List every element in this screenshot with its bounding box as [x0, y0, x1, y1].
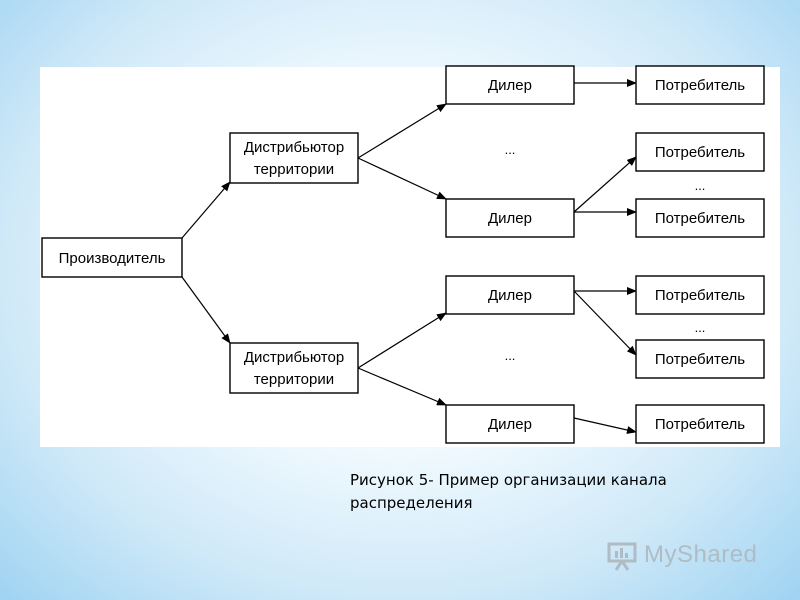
- arrow-distributor-2-to-dealer-4: [357, 367, 447, 406]
- distributor-label-line1: Дистрибьютор: [244, 139, 344, 156]
- distributor-label-line1: Дистрибьютор: [244, 349, 344, 366]
- arrow-distributor-1-to-dealer-1: [357, 103, 447, 159]
- dealer-node-3: Дилер: [445, 275, 575, 315]
- consumer-node-6: Потребитель: [635, 404, 765, 444]
- distributor-label-line2: территории: [254, 371, 334, 388]
- dealer-node-2: Дилер: [445, 198, 575, 238]
- consumer-label: Потребитель: [655, 77, 745, 94]
- connectors: [181, 79, 637, 434]
- distributor-node-2: Дистрибьютор территории: [229, 342, 359, 394]
- consumer-node-4: Потребитель: [635, 275, 765, 315]
- dealer-node-4: Дилер: [445, 404, 575, 444]
- ellipsis-consumers-bottom: ...: [695, 320, 706, 335]
- dealer-label: Дилер: [488, 77, 532, 94]
- arrow-dealer-2-to-consumer-2: [573, 156, 637, 213]
- distributor-node-1: Дистрибьютор территории: [229, 132, 359, 184]
- watermark-logo: MyShared: [606, 537, 757, 573]
- figure-caption: Рисунок 5- Пример организации канала рас…: [350, 471, 667, 512]
- distributor-label-line2: территории: [254, 161, 334, 178]
- producer-label: Производитель: [59, 250, 166, 267]
- arrow-dealer-4-to-consumer-6: [573, 417, 637, 434]
- arrow-dealer-3-to-consumer-5: [573, 290, 637, 356]
- arrow-producer-to-distributor-1: [181, 181, 231, 239]
- dealer-node-1: Дилер: [445, 65, 575, 105]
- consumer-label: Потребитель: [655, 144, 745, 161]
- arrow-distributor-2-to-dealer-3: [357, 312, 447, 369]
- arrow-distributor-1-to-dealer-2: [357, 157, 447, 200]
- dealer-label: Дилер: [488, 210, 532, 227]
- consumer-node-3: Потребитель: [635, 198, 765, 238]
- consumer-node-5: Потребитель: [635, 339, 765, 379]
- ellipsis-consumers-top: ...: [695, 178, 706, 193]
- consumer-label: Потребитель: [655, 210, 745, 227]
- consumer-label: Потребитель: [655, 351, 745, 368]
- consumer-label: Потребитель: [655, 287, 745, 304]
- ellipsis-dealers-top: ...: [505, 142, 516, 157]
- consumer-node-1: Потребитель: [635, 65, 765, 105]
- arrow-producer-to-distributor-2: [181, 276, 231, 344]
- dealer-label: Дилер: [488, 287, 532, 304]
- presentation-board-icon: [607, 542, 637, 571]
- consumer-node-2: Потребитель: [635, 132, 765, 172]
- consumer-label: Потребитель: [655, 416, 745, 433]
- watermark-text: MyShared: [644, 541, 758, 568]
- ellipsis-dealers-bottom: ...: [505, 348, 516, 363]
- dealer-label: Дилер: [488, 416, 532, 433]
- producer-node: Производитель: [41, 237, 183, 278]
